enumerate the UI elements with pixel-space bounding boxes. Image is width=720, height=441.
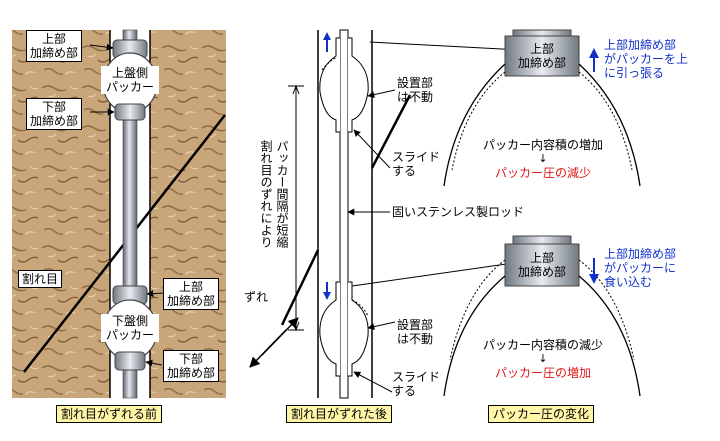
rock-right xyxy=(150,30,226,398)
shift-arrow-down xyxy=(249,329,287,368)
upper-packer-right-half xyxy=(348,37,369,133)
label-install-fixed-top: 設置部 は不動 xyxy=(397,76,434,104)
lower-packer-left-half xyxy=(319,281,340,377)
label-upper-fastener: 上部 加締め部 xyxy=(26,30,83,62)
label-top-arrow: ↓ xyxy=(538,152,548,165)
label-install-fixed-bottom: 設置部 は不動 xyxy=(397,318,434,346)
panel-after xyxy=(249,29,521,399)
caption-before: 割れ目がずれる前 xyxy=(56,405,163,423)
label-bottom-action: 上部加締め部 がパッカーに 食い込む xyxy=(604,247,677,289)
label-fracture: 割れ目 xyxy=(18,270,63,288)
rock-left xyxy=(12,30,110,398)
upper-packer-bottom-cap xyxy=(114,103,146,121)
label-top-fastener: 上部 加締め部 xyxy=(517,42,566,70)
label-bottom-volume: パッカー内容積の減少 xyxy=(482,338,603,352)
lower-packer-bottom-cap xyxy=(114,351,146,371)
top-fastener-block xyxy=(504,35,580,77)
label-bottom-arrow: ↓ xyxy=(538,352,548,365)
label-top-pressure: パッカー圧の減少 xyxy=(494,166,591,180)
bottom-fastener-block xyxy=(504,243,580,287)
caption-pressure: パッカー圧の変化 xyxy=(488,405,595,423)
vertical-note-2: パッカー間隔が短縮 xyxy=(275,140,289,248)
upper-packer-left-half xyxy=(319,37,340,133)
label-bottom-fastener: 下部 加締め部 xyxy=(163,350,220,382)
label-shift: ずれ xyxy=(244,290,269,304)
label-slide-bottom: スライド する xyxy=(392,370,441,398)
panel-pressure xyxy=(443,29,641,397)
label-rod: 固いステンレス製ロッド xyxy=(392,205,525,219)
caption-after: 割れ目がずれた後 xyxy=(286,405,393,423)
lower-packer-right-half xyxy=(348,281,369,377)
label-bottom-pressure: パッカー圧の増加 xyxy=(494,366,591,380)
label-slide-top: スライド する xyxy=(392,150,441,178)
fracture-lower-segment xyxy=(280,249,320,326)
label-middle-fastener: 上部 加締め部 xyxy=(163,278,220,310)
label-top-volume: パッカー内容積の増加 xyxy=(482,138,603,152)
label-lower-packer: 下盤側 パッカー xyxy=(101,314,159,342)
label-lower-fastener-top: 下部 加締め部 xyxy=(26,98,83,130)
label-upper-packer: 上盤側 パッカー xyxy=(101,66,159,94)
rod-after xyxy=(339,29,349,399)
vertical-note-1: 割れ目のずれにより xyxy=(259,140,273,248)
label-bottom-fastener-p3: 上部 加締め部 xyxy=(517,251,566,279)
label-top-action: 上部加締め部 がパッカーを上 に引っ張る xyxy=(604,38,689,80)
